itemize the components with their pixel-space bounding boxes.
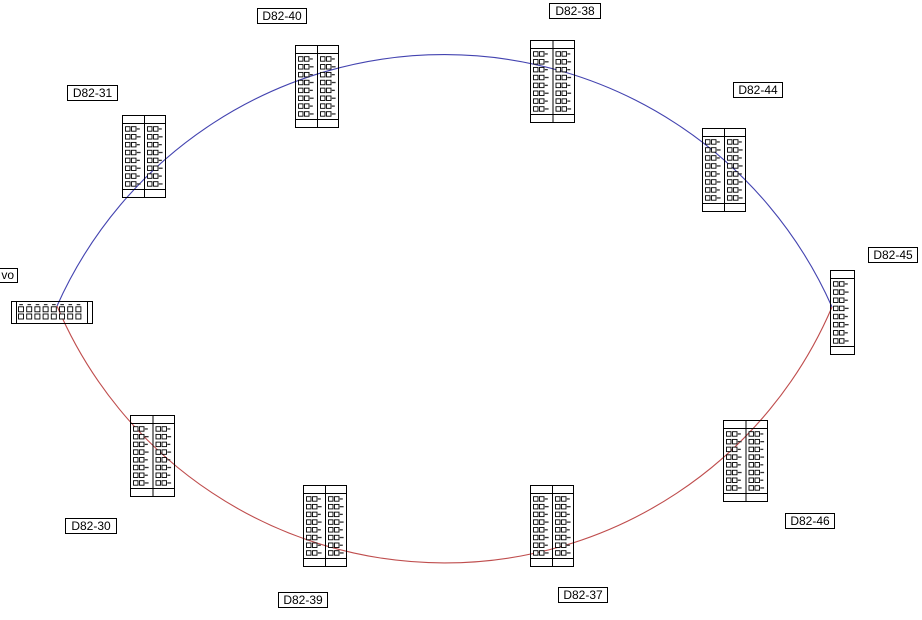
device-label-D82-31: D82-31 [67,85,118,101]
device-D82-39 [303,485,347,567]
device-label-D82-44: D82-44 [733,82,783,98]
device-D82-30 [130,415,175,497]
device-D82-44 [702,128,746,212]
device-label-D82-46: D82-46 [785,513,835,529]
device-label-D82-38: D82-38 [549,3,601,19]
device-label-D82-30: D82-30 [65,518,117,534]
device-D82-38 [530,40,575,123]
ring-bottom-arc [56,305,833,564]
device-label-D82-39: D82-39 [278,592,328,608]
device-D82-37 [530,485,574,567]
device-D82-46 [723,420,768,502]
device-label-hub-left: vo [0,268,18,283]
device-hub-left [11,301,93,324]
device-D82-31 [122,115,166,198]
ring-top-arc [56,54,833,308]
device-D82-45 [830,270,855,355]
device-label-D82-40: D82-40 [257,8,307,24]
device-label-D82-37: D82-37 [558,587,608,603]
device-D82-40 [295,45,339,128]
device-label-D82-45: D82-45 [868,247,918,263]
